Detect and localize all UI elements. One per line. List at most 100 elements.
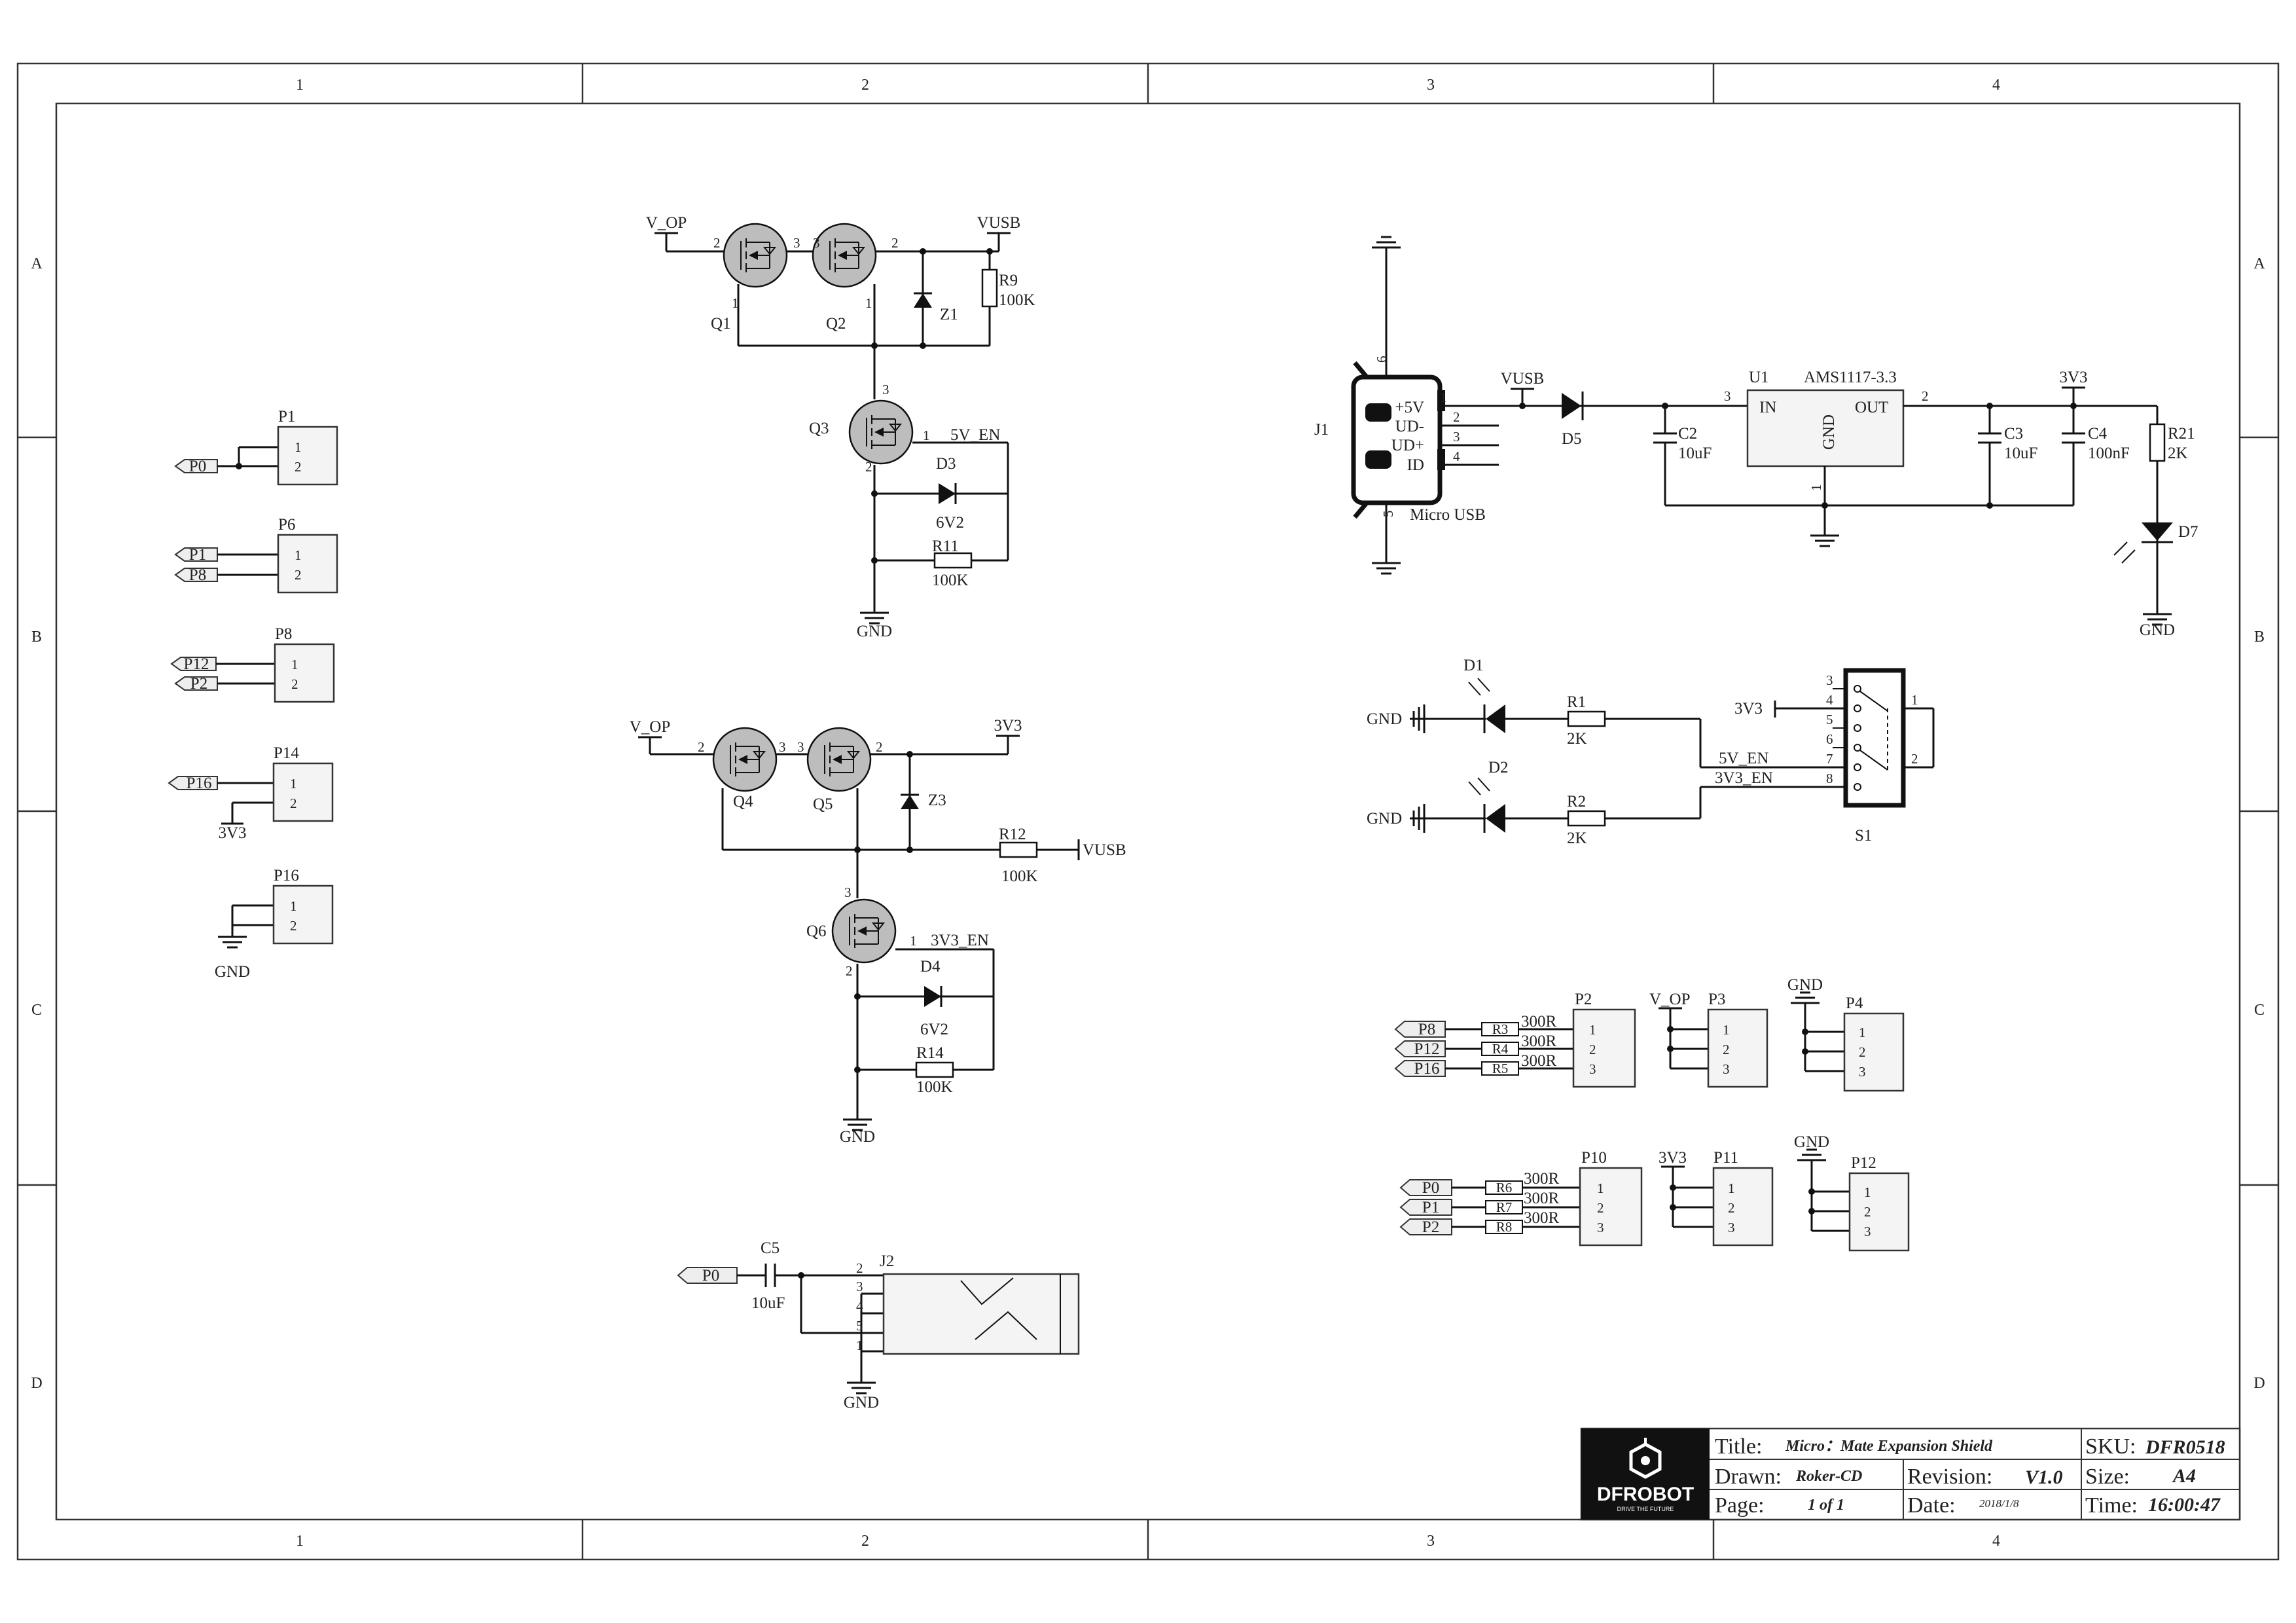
ref-z1: Z1 [940,306,958,323]
zone-row-a-left: A [31,255,43,272]
pin-number: 1 [910,933,917,949]
net-label-gnd: GND [1367,710,1402,728]
ref-d4: D4 [920,958,941,976]
revision-value: V1.0 [2025,1467,2063,1488]
pin-number: 6 [1374,356,1390,363]
pin-name-gnd: GND [1820,414,1838,450]
net-label-p0: P0 [1422,1179,1439,1197]
pin-number: 1 [290,776,297,792]
ref-q6: Q6 [806,922,827,940]
pin-number: 1 [290,898,297,914]
header-name: P3 [1708,991,1725,1008]
pin-number: 3 [793,235,800,251]
ref-q5: Q5 [813,795,833,813]
pin-number: 2 [291,676,298,692]
pin-number: 1 [291,657,298,672]
pin-number: 2 [876,739,883,755]
zone-row-c-right: C [2254,1002,2265,1019]
title-value: Micro：Mate Expansion Shield [1785,1438,1993,1455]
value-r12: 100K [1001,867,1038,885]
net-label-v-op: V_OP [1649,991,1691,1008]
zone-col-2-bottom: 2 [861,1533,869,1550]
power-switch-3v3: V_OP 2 3 3 2 Q4 Q5 3V3 Z3 VUSB R12 100K … [630,717,1126,1146]
pin-number: 2 [698,739,705,755]
zone-row-b-left: B [31,629,42,646]
net-label-p1: P1 [1422,1199,1439,1216]
header-name: P6 [278,516,295,534]
zone-row-a-right: A [2253,255,2265,272]
ref-d7: D7 [2178,523,2198,541]
net-label-p0: P0 [189,458,206,475]
servo-headers-top: P8 P12 P16 R3 R4 R5 300R 300R 300R P2 1 … [1394,976,1905,1092]
net-label-p8: P8 [189,566,206,584]
page-label: Page: [1715,1493,1765,1518]
ref-d3: D3 [936,455,956,473]
ref-r4: R4 [1492,1041,1509,1057]
usb-pin-name: UD+ [1391,437,1424,454]
pin-number: 1 [865,295,872,311]
zone-labels: 1 2 3 4 1 2 3 4 A B C D A B C D [31,77,2265,1550]
value-r2: 2K [1567,830,1587,847]
pin-number: 2 [1859,1044,1866,1060]
date-value: 2018/1/8 [1979,1497,2019,1510]
pin-number: 2 [1728,1200,1735,1216]
ref-z3: Z3 [928,792,946,809]
zone-row-d-left: D [31,1375,42,1392]
pin-number: 4 [856,1298,863,1314]
pin-number: 2 [1589,1042,1596,1057]
pin-number: 8 [1826,771,1833,786]
zone-col-3-bottom: 3 [1427,1533,1435,1550]
title-label: Title: [1715,1434,1762,1459]
zone-col-1-bottom: 1 [296,1533,304,1550]
pin-number: 2 [713,235,721,251]
pin-number: 3 [1859,1064,1866,1080]
net-label-gnd: GND [1787,976,1823,994]
value-r7: 300R [1524,1190,1560,1207]
pin-number: 3 [882,382,889,397]
pin-number: 2 [846,963,853,979]
ref-q1: Q1 [711,315,731,333]
pin-number: 2 [891,235,899,251]
net-label-3v3: 3V3 [218,824,246,842]
ref-q3: Q3 [809,420,829,437]
pin-number: 2 [865,459,872,475]
ref-c2: C2 [1678,425,1697,443]
ref-q2: Q2 [826,315,846,333]
pin-number: 1 [295,547,302,563]
sku-label: SKU: [2085,1434,2136,1459]
value-r14: 100K [916,1078,953,1096]
ref-j1: J1 [1314,421,1329,439]
ref-r14: R14 [916,1044,944,1062]
time-label: Time: [2085,1493,2138,1518]
zone-row-c-left: C [31,1002,42,1019]
pin-number: 3 [1597,1220,1604,1235]
ref-r6: R6 [1496,1180,1513,1195]
connector-name: Micro USB [1410,506,1486,524]
pin-number: 3 [1723,1061,1730,1077]
time-value: 16:00:47 [2148,1494,2221,1516]
ref-r8: R8 [1496,1219,1513,1235]
net-label-p12: P12 [184,655,209,673]
usb-regulator-circuit: 6 +5V UD- UD+ ID 2 3 4 1 J1 5 Micro USB … [1314,236,2198,639]
net-label-vusb: VUSB [1083,841,1126,859]
pin-number: 1 [1864,1184,1871,1200]
pin-number: 1 [856,1338,863,1353]
pin-number: 3 [779,739,786,755]
ref-r5: R5 [1492,1061,1509,1076]
servo-headers-bottom: P0 P1 P2 R6 R7 R8 300R 300R 300R P10 1 2… [1399,1133,1910,1252]
ref-d1: D1 [1463,657,1484,674]
size-value: A4 [2172,1465,2196,1487]
zone-col-1-top: 1 [296,77,304,94]
pin-number: 2 [1922,388,1929,404]
ref-s1: S1 [1855,827,1872,845]
zone-row-d-right: D [2253,1375,2265,1392]
ref-c3: C3 [2004,425,2023,443]
value-c2: 10uF [1678,445,1712,462]
value-r4: 300R [1521,1032,1557,1050]
value-r3: 300R [1521,1013,1557,1030]
header-name: P8 [275,625,292,643]
ref-c4: C4 [2088,425,2108,443]
date-label: Date: [1907,1493,1956,1518]
ref-d5: D5 [1562,430,1582,448]
pin-number: 1 [1808,484,1824,492]
